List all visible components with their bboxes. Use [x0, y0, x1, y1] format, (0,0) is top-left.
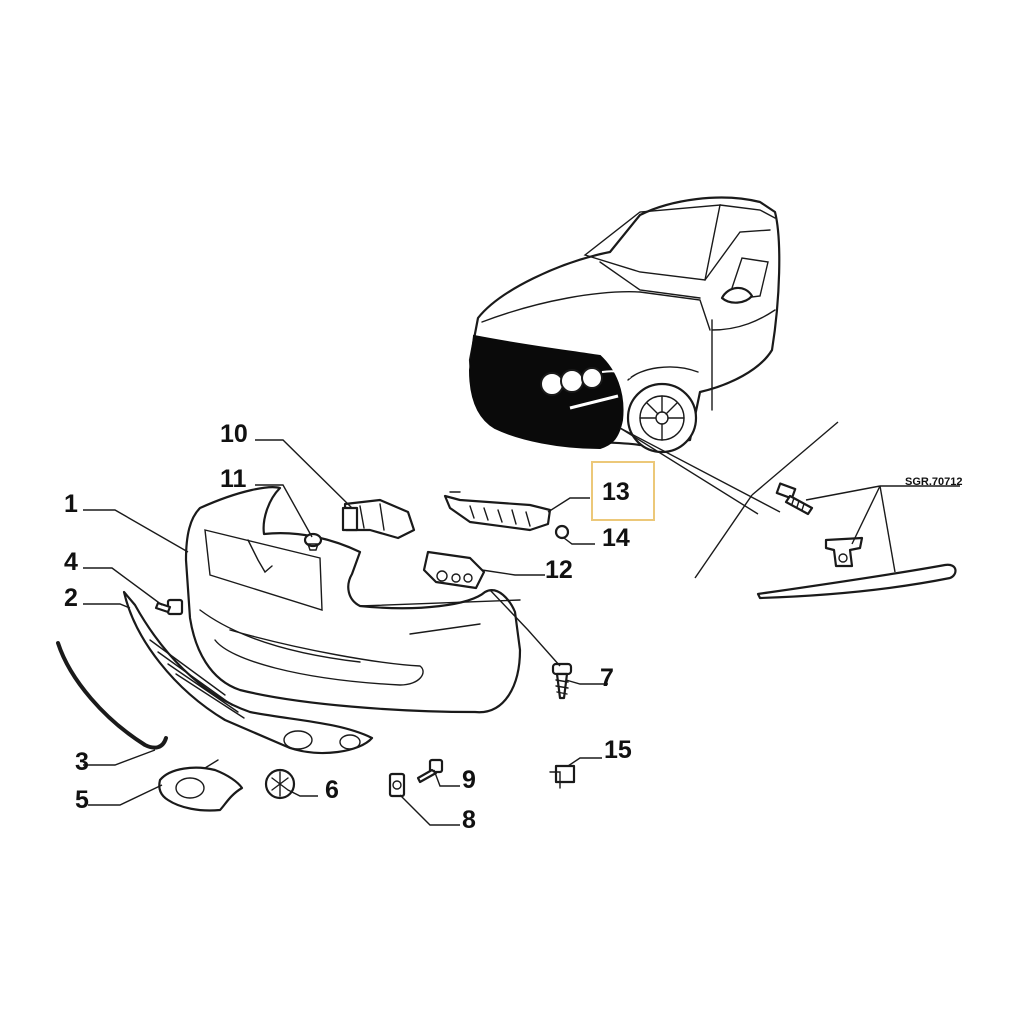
detail-clip [824, 536, 864, 568]
part-5-fog-lamp-bezel [158, 759, 244, 812]
part-12-absorber-block [422, 550, 486, 590]
callout-13: 13 [602, 478, 630, 506]
car-overview-illustration [468, 196, 781, 454]
callout-6: 6 [325, 776, 339, 804]
part-4-screw [154, 598, 184, 616]
part-13-bumper-reinforcement [443, 491, 552, 532]
callout-13-highlight-box [591, 461, 655, 521]
detail-zoom-lines [619, 421, 839, 579]
callout-7: 7 [600, 664, 614, 692]
part-6-clip-nut [264, 768, 296, 800]
callout-9: 9 [462, 766, 476, 794]
part-8-speed-nut [388, 772, 406, 798]
part-2-lower-grille [122, 590, 374, 754]
detail-leaders [805, 485, 960, 573]
part-9-screw [416, 758, 444, 784]
callout-10: 10 [220, 420, 248, 448]
callout-8: 8 [462, 806, 476, 834]
part-10-mounting-bracket [341, 498, 416, 540]
detail-screw [775, 482, 814, 516]
callout-labels: 1 2 3 4 5 6 7 8 9 10 11 12 13 14 15 [64, 420, 632, 834]
callout-4: 4 [64, 548, 78, 576]
callout-15: 15 [604, 736, 632, 764]
callout-5: 5 [75, 786, 89, 814]
part-15-retaining-clip [549, 764, 576, 789]
reference-code: SGR.70712 [905, 476, 962, 488]
part-14-nut [554, 524, 570, 540]
leader-lines [83, 439, 608, 826]
part-3-trim-strip [56, 641, 168, 750]
callout-2: 2 [64, 584, 78, 612]
callout-11: 11 [220, 465, 247, 493]
callout-1: 1 [64, 490, 78, 518]
part-7-screw [551, 662, 573, 700]
part-11-plug [303, 532, 323, 551]
detail-trim-strip [756, 563, 957, 600]
callout-14: 14 [602, 524, 630, 552]
callout-12: 12 [545, 556, 573, 584]
part-1-front-bumper [184, 486, 522, 714]
callout-3: 3 [75, 748, 89, 776]
